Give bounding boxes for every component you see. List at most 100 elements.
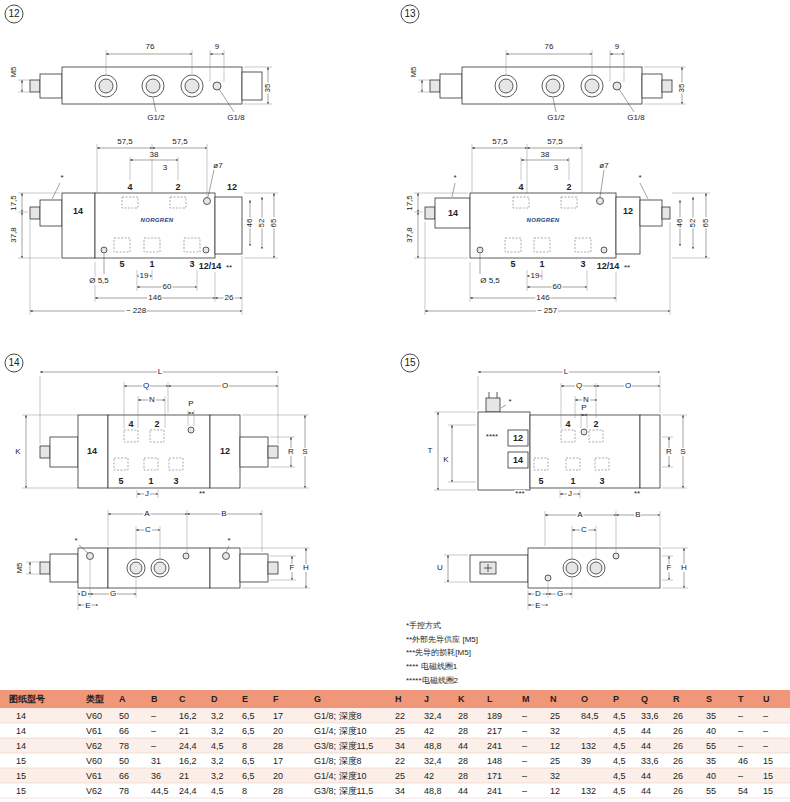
valve-front-view-shape xyxy=(26,415,27,488)
port-number: 2 xyxy=(592,420,599,429)
table-cell: – xyxy=(521,787,528,796)
valve-front-view-shape xyxy=(616,197,640,254)
table-header-cell: D xyxy=(210,695,219,704)
dimension-label: S xyxy=(679,448,686,456)
valve-bottom-view-shape xyxy=(108,548,210,588)
table-header-cell: A xyxy=(118,695,127,704)
valve-top-view-shape xyxy=(18,50,272,104)
table-cell: 33,6 xyxy=(640,712,660,721)
table-cell: 4,5 xyxy=(612,712,627,721)
table-cell: – xyxy=(150,712,157,721)
table-cell: 28 xyxy=(457,727,469,736)
port-number: 12/14 xyxy=(198,262,223,271)
valve-top-view-shape xyxy=(185,79,199,93)
table-cell: 31 xyxy=(150,757,162,766)
table-header-cell: H xyxy=(394,695,403,704)
table-cell: 189 xyxy=(486,712,503,721)
table-cell: 4,5 xyxy=(210,742,225,751)
valve-top-view-shape xyxy=(613,82,621,90)
table-cell: 14 xyxy=(15,727,27,736)
table-cell: 22 xyxy=(394,757,406,766)
valve-front-view-shape xyxy=(150,430,164,442)
valve-front-view-shape xyxy=(40,200,62,226)
port-number: 5 xyxy=(509,260,516,269)
dimension-label: F xyxy=(289,564,296,572)
valve-bottom-view-shape xyxy=(223,553,230,560)
table-cell: – xyxy=(521,742,528,751)
table-cell: 50 xyxy=(118,712,130,721)
callout-circle-outline xyxy=(5,5,23,23)
footnote: *手控方式 xyxy=(405,622,442,630)
port-number: 1 xyxy=(148,260,155,269)
table-cell: 34 xyxy=(394,742,406,751)
table-cell: 3,2 xyxy=(210,727,225,736)
table-cell: 32 xyxy=(549,772,561,781)
table-cell: 4,5 xyxy=(612,772,627,781)
solenoid-valve-bottom-view xyxy=(444,511,688,610)
dimension-label: ~ 228 xyxy=(125,307,147,315)
valve-front-view-shape xyxy=(18,144,278,315)
table-cell: 50 xyxy=(118,757,130,766)
solenoid-valve-bottom-view-shape xyxy=(563,559,581,577)
valve-bottom-view-shape xyxy=(210,548,240,588)
valve-front-view-shape xyxy=(418,212,419,258)
valve-top-view-shape xyxy=(418,50,686,104)
valve-top-view-shape xyxy=(181,75,203,97)
valve-front-view-shape xyxy=(122,197,138,208)
table-cell: 15 xyxy=(15,787,27,796)
dimension-label: ø7 xyxy=(598,162,609,170)
dimension-label: O xyxy=(221,382,229,390)
dimension-label: G1/8 xyxy=(626,114,645,122)
table-cell: V60 xyxy=(85,712,103,721)
table-cell: G3/8; 深度11,5 xyxy=(313,787,374,796)
valve-front-view-shape xyxy=(95,193,215,258)
table-header-cell: O xyxy=(580,695,589,704)
solenoid-valve-front-view-shape xyxy=(581,429,587,435)
valve-front-view-shape xyxy=(240,437,268,467)
dimension-label: 19 xyxy=(530,272,541,280)
valve-front-view-shape xyxy=(50,437,78,467)
footnote: *****电磁线圈2 xyxy=(405,677,459,685)
table-cell: 55 xyxy=(705,742,717,751)
table-cell: 36 xyxy=(150,772,162,781)
table-cell: 26 xyxy=(672,727,684,736)
table-cell: 25 xyxy=(549,712,561,721)
dimension-label: 60 xyxy=(552,283,563,291)
dimension-label: 52 xyxy=(258,218,266,229)
valve-front-view-shape xyxy=(477,247,483,253)
dimension-label: P xyxy=(580,404,587,412)
table-cell: 28 xyxy=(457,772,469,781)
valve-bottom-view-shape xyxy=(26,510,310,610)
dimension-label: T xyxy=(427,447,434,455)
dimension-label: 17,5 xyxy=(406,194,414,212)
port-number: 5 xyxy=(537,477,544,486)
table-cell: 66 xyxy=(118,727,130,736)
table-header-cell: 类型 xyxy=(85,695,105,704)
table-cell: 15 xyxy=(15,772,27,781)
valve-front-view-shape xyxy=(527,148,582,149)
dimension-label: H xyxy=(680,564,688,572)
solenoid-valve-front-view-shape xyxy=(489,392,497,398)
table-cell: G1/8; 深度8 xyxy=(313,712,363,721)
table-header-cell: S xyxy=(705,695,713,704)
port-number: 14 xyxy=(512,456,524,465)
valve-front-view-shape xyxy=(22,212,23,258)
table-header-cell: G xyxy=(313,695,322,704)
dimension-label: R xyxy=(665,448,673,456)
solenoid-valve-front-view-shape xyxy=(478,412,530,490)
table-cell: 84,5 xyxy=(580,712,600,721)
table-cell: 3,2 xyxy=(210,712,225,721)
callout-circle: 14 xyxy=(4,353,24,373)
port-number: 2 xyxy=(565,183,572,192)
table-cell: 15 xyxy=(762,772,774,781)
valve-top-view-shape xyxy=(553,89,634,112)
dimension-label: 9 xyxy=(214,43,220,51)
dimension-label: 146 xyxy=(535,294,550,302)
solenoid-valve-front-view-shape xyxy=(566,458,580,470)
dimension-label: 37,8 xyxy=(406,226,414,244)
callout-number: 14 xyxy=(8,358,19,368)
valve-top-view-shape xyxy=(142,75,164,97)
table-cell: 39 xyxy=(580,757,592,766)
table-cell: 17 xyxy=(272,757,284,766)
